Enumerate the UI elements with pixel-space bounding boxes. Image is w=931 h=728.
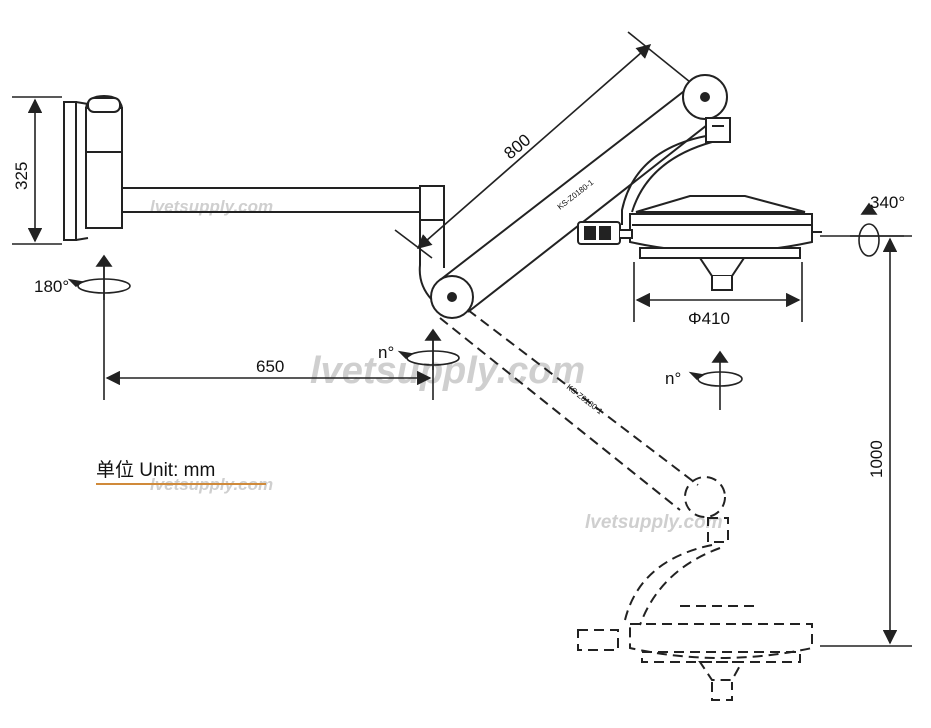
watermark-1: lvetsupply.com bbox=[150, 197, 273, 216]
unit-label: 单位 Unit: mm bbox=[96, 459, 215, 481]
dim-head-diameter: Φ410 bbox=[688, 309, 730, 328]
dim-vertical-travel: 1000 bbox=[867, 440, 886, 478]
dim-arm-length: 800 bbox=[500, 130, 534, 163]
lamp-head bbox=[577, 195, 822, 291]
lamp-lowered-position bbox=[439, 309, 813, 701]
wall-mount bbox=[63, 94, 445, 241]
rotation-symbols bbox=[67, 202, 904, 410]
dimension-lines bbox=[12, 31, 912, 647]
rotation-lower-joint-label: n° bbox=[665, 369, 681, 388]
dim-wall-height: 325 bbox=[12, 162, 31, 190]
watermark-5: lvetsupply.com bbox=[585, 512, 723, 533]
rotation-arm-joint-label: n° bbox=[378, 343, 394, 362]
arm-model-label: KS-Z0180-1 bbox=[556, 178, 596, 212]
rotation-head-label: 340° bbox=[870, 193, 905, 212]
watermark-2: lvetsupply.com bbox=[310, 350, 585, 392]
dim-reach: 650 bbox=[256, 357, 284, 376]
rotation-wall-label: 180° bbox=[34, 277, 69, 296]
